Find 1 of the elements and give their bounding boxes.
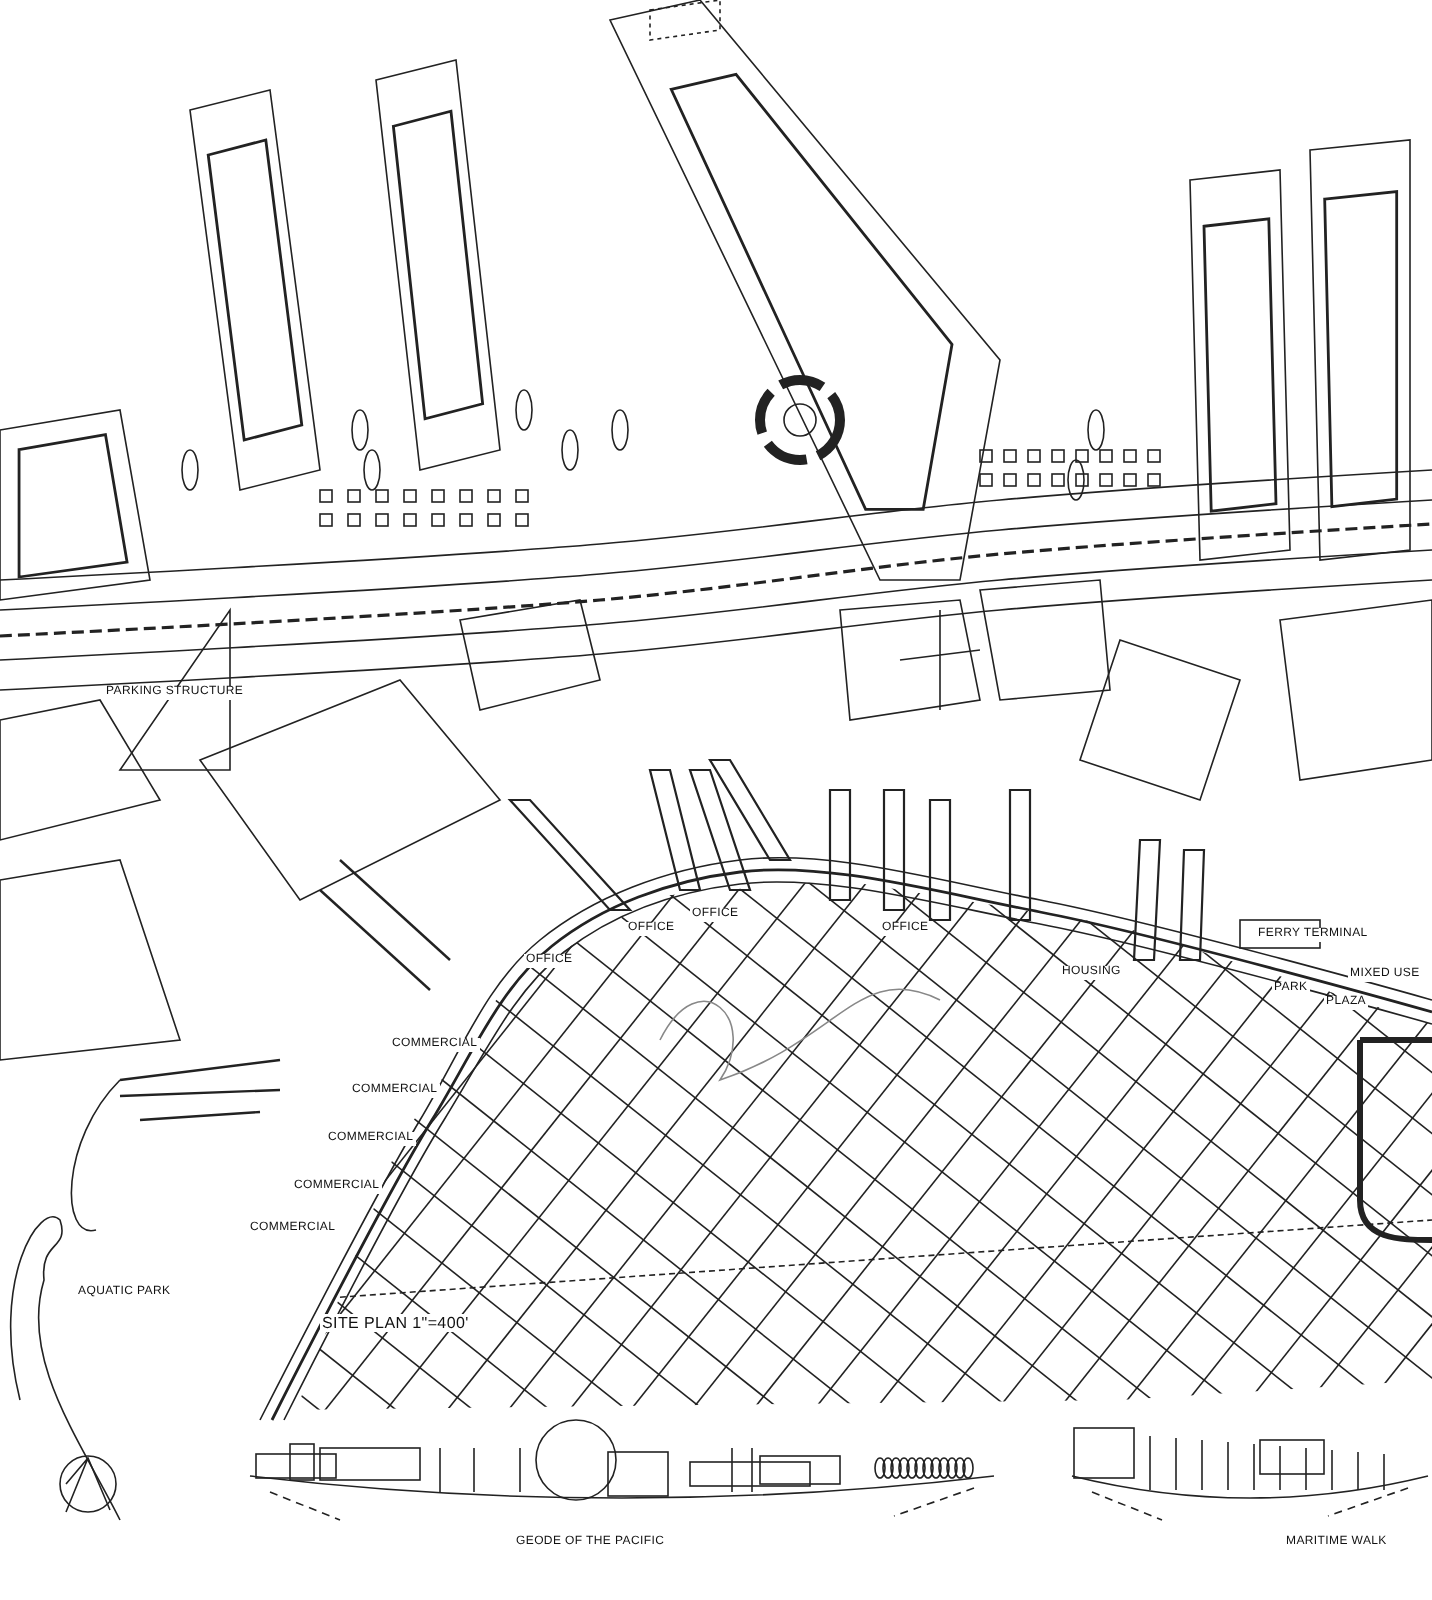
plan-title: SITE PLAN 1"=400': [320, 1314, 471, 1332]
